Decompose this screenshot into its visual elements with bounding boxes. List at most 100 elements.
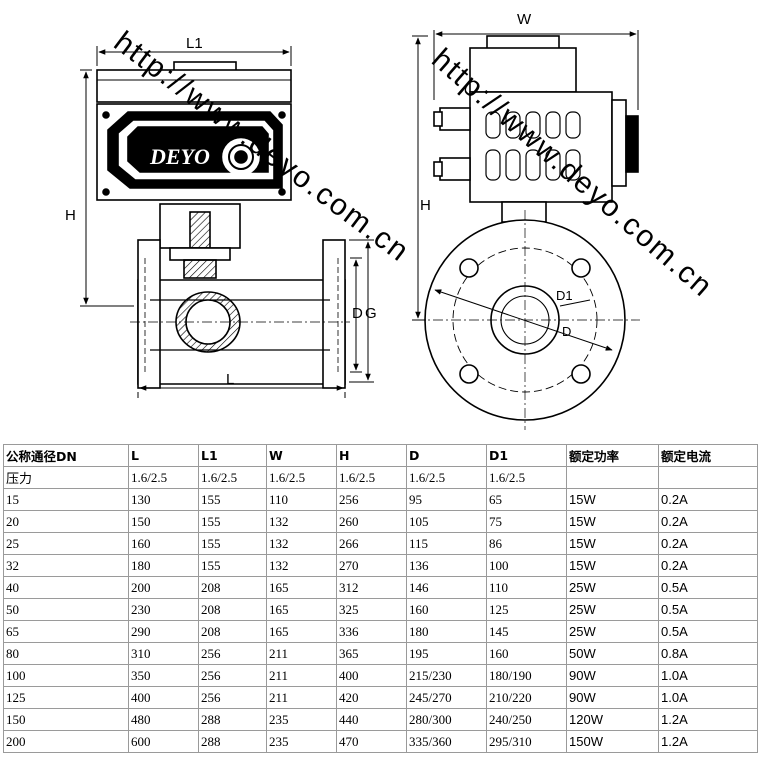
table-cell: 1.0A [658, 686, 758, 709]
table-cell: 335/360 [406, 730, 487, 753]
table-cell: 1.6/2.5 [266, 466, 337, 489]
table-cell: 160 [406, 598, 487, 621]
column-header: L [128, 444, 199, 467]
table-cell: 280/300 [406, 708, 487, 731]
table-cell: 256 [198, 642, 267, 665]
table-cell: 230 [128, 598, 199, 621]
table-cell: 90W [566, 664, 659, 687]
table-cell: 180/190 [486, 664, 567, 687]
table-cell: 132 [266, 510, 337, 533]
table-cell: 165 [266, 620, 337, 643]
table-cell: 65 [3, 620, 129, 643]
table-cell: 25W [566, 576, 659, 599]
table-cell: 65 [486, 488, 567, 511]
table-cell: 150 [128, 510, 199, 533]
dim-label-L: L [226, 371, 234, 388]
dim-label-L1: L1 [186, 35, 203, 52]
table-cell: 245/270 [406, 686, 487, 709]
table-cell: 288 [198, 730, 267, 753]
table-cell: 215/230 [406, 664, 487, 687]
table-cell: 180 [128, 554, 199, 577]
table-cell: 130 [128, 488, 199, 511]
table-cell: 0.2A [658, 488, 758, 511]
table-cell [566, 466, 659, 489]
table-cell: 160 [486, 642, 567, 665]
table-cell: 100 [3, 664, 129, 687]
table-cell: 0.5A [658, 620, 758, 643]
table-cell: 125 [3, 686, 129, 709]
table-cell: 165 [266, 576, 337, 599]
column-header: D [406, 444, 487, 467]
table-cell: 50 [3, 598, 129, 621]
side-view [415, 35, 640, 430]
table-cell: 75 [486, 510, 567, 533]
table-cell: 235 [266, 730, 337, 753]
table-cell: 155 [198, 488, 267, 511]
table-cell: 295/310 [486, 730, 567, 753]
table-cell: 470 [336, 730, 407, 753]
table-cell: 208 [198, 576, 267, 599]
table-cell: 325 [336, 598, 407, 621]
table-cell: 155 [198, 554, 267, 577]
table-cell: 180 [406, 620, 487, 643]
table-cell: 15W [566, 532, 659, 555]
table-cell: 15W [566, 488, 659, 511]
dim-label-D1: D1 [556, 288, 573, 303]
table-cell: 15 [3, 488, 129, 511]
table-cell: 210/220 [486, 686, 567, 709]
table-cell: 155 [198, 510, 267, 533]
table-cell: 25 [3, 532, 129, 555]
table-cell: 260 [336, 510, 407, 533]
table-cell: 365 [336, 642, 407, 665]
side-view-dimensions [412, 30, 639, 351]
table-cell: 350 [128, 664, 199, 687]
table-cell: 120W [566, 708, 659, 731]
table-cell: 235 [266, 708, 337, 731]
table-cell: 110 [266, 488, 337, 511]
column-header: H [336, 444, 407, 467]
table-cell: 0.8A [658, 642, 758, 665]
table-cell: 1.0A [658, 664, 758, 687]
table-cell: 256 [336, 488, 407, 511]
column-header: 额定电流 [658, 444, 758, 467]
table-cell: 压力 [3, 466, 129, 489]
table-cell: 400 [128, 686, 199, 709]
table-cell: 270 [336, 554, 407, 577]
table-cell: 90W [566, 686, 659, 709]
table-cell: 50W [566, 642, 659, 665]
table-cell: 86 [486, 532, 567, 555]
table-cell: 480 [128, 708, 199, 731]
table-cell: 0.2A [658, 532, 758, 555]
dim-label-D-right: D [562, 324, 571, 339]
table-cell: 310 [128, 642, 199, 665]
table-cell: 256 [198, 664, 267, 687]
table-cell: 0.5A [658, 598, 758, 621]
dim-label-D-left: D [352, 305, 363, 322]
table-cell: 1.2A [658, 730, 758, 753]
table-cell: 25W [566, 620, 659, 643]
table-cell: 0.2A [658, 510, 758, 533]
table-cell: 208 [198, 620, 267, 643]
table-cell: 288 [198, 708, 267, 731]
table-cell: 240/250 [486, 708, 567, 731]
table-cell: 211 [266, 642, 337, 665]
table-cell: 155 [198, 532, 267, 555]
table-cell: 95 [406, 488, 487, 511]
table-cell: 115 [406, 532, 487, 555]
table-cell: 400 [336, 664, 407, 687]
table-cell: 211 [266, 686, 337, 709]
table-cell: 420 [336, 686, 407, 709]
table-cell: 136 [406, 554, 487, 577]
table-cell: 1.6/2.5 [406, 466, 487, 489]
table-cell: 145 [486, 620, 567, 643]
